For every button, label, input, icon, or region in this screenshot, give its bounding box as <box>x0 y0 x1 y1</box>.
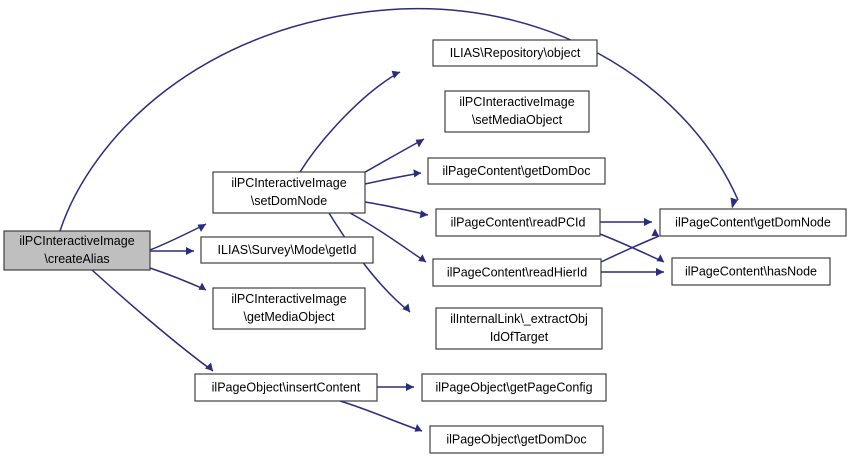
edge-insertContent-to-getPageConfig <box>377 383 414 391</box>
node-label2-getMediaObject: \getMediaObject <box>243 310 335 324</box>
node-label2-setMediaObject: \setMediaObject <box>472 113 563 127</box>
edge-readPCId-to-getDomNode <box>600 218 652 226</box>
edges-layer <box>59 7 739 432</box>
node-box-repositoryObject[interactable] <box>432 39 598 67</box>
node-box-poGetDomDoc[interactable] <box>429 425 604 454</box>
node-label-readHierId: ilPageContent\readHierId <box>447 265 587 279</box>
arrowhead-icon <box>414 424 422 432</box>
node-label-setDomNode: ilPCInteractiveImage <box>231 176 346 190</box>
node-box-getPageConfig[interactable] <box>421 373 607 402</box>
edge-createAlias-to-getDomNode <box>59 7 739 232</box>
node-box-readPCId[interactable] <box>435 208 601 237</box>
node-readHierId[interactable]: ilPageContent\readHierId <box>432 258 602 287</box>
node-poGetDomDoc[interactable]: ilPageObject\getDomDoc <box>429 425 604 454</box>
arrowhead-icon <box>198 282 206 290</box>
arrowhead-icon <box>656 254 664 262</box>
node-hasNode[interactable]: ilPageContent\hasNode <box>671 257 831 286</box>
node-createAlias[interactable]: ilPCInteractiveImage \createAlias <box>3 230 151 271</box>
node-getMediaObject[interactable]: ilPCInteractiveImage \getMediaObject <box>212 287 366 330</box>
node-box-hasNode[interactable] <box>671 257 831 286</box>
node-setMediaObject[interactable]: ilPCInteractiveImage \setMediaObject <box>444 90 590 133</box>
arrowhead-icon <box>402 303 410 312</box>
node-readPCId[interactable]: ilPageContent\readPCId <box>435 208 601 237</box>
arrowhead-icon <box>651 228 659 236</box>
node-pcGetDomDoc[interactable]: ilPageContent\getDomDoc <box>427 157 606 185</box>
node-box-getMediaObject[interactable] <box>212 287 366 330</box>
arrowhead-icon <box>413 169 421 178</box>
node-label-poGetDomDoc: ilPageObject\getDomDoc <box>446 432 586 446</box>
node-box-getDomNode[interactable] <box>659 208 847 237</box>
node-label-repositoryObject: ILIAS\Repository\object <box>450 46 581 60</box>
edge-setDomNode-to-extractObjIdOfTarget <box>328 212 411 313</box>
edge-createAlias-to-insertContent <box>91 269 214 372</box>
arrowhead-icon <box>406 383 414 391</box>
edge-insertContent-to-poGetDomDoc <box>339 400 423 432</box>
node-label-setMediaObject: ilPCInteractiveImage <box>459 95 574 109</box>
node-label-pcGetDomDoc: ilPageContent\getDomDoc <box>443 164 591 178</box>
node-box-setMediaObject[interactable] <box>444 90 590 133</box>
node-box-createAlias[interactable] <box>3 230 151 271</box>
node-label-extractObjIdOfTarget: ilInternalLink\_extractObj <box>450 312 588 326</box>
node-box-pcGetDomDoc[interactable] <box>427 157 606 185</box>
nodes-layer: ilPCInteractiveImage\createAliasilPCInte… <box>3 39 847 454</box>
arrowhead-icon <box>730 197 738 209</box>
node-label-getDomNode: ilPageContent\getDomNode <box>675 215 831 229</box>
node-box-insertContent[interactable] <box>194 373 378 402</box>
arrowhead-icon <box>418 254 426 262</box>
arrowhead-icon <box>656 268 664 276</box>
arrowhead-icon <box>419 210 428 219</box>
arrowhead-icon <box>197 224 206 232</box>
edge-setDomNode-to-repositoryObject <box>299 70 401 173</box>
node-label-createAlias: ilPCInteractiveImage <box>19 234 134 248</box>
node-label-getPageConfig: ilPageObject\getPageConfig <box>435 380 592 394</box>
edge-readHierId-to-hasNode <box>601 268 664 276</box>
node-insertContent[interactable]: ilPageObject\insertContent <box>194 373 378 402</box>
node-box-readHierId[interactable] <box>432 258 602 287</box>
edge-setDomNode-to-readPCId <box>364 201 429 219</box>
edge-createAlias-to-getMediaObject <box>149 267 207 291</box>
arrowhead-icon <box>205 362 213 371</box>
edge-setDomNode-to-setMediaObject <box>359 138 425 176</box>
arrowhead-icon <box>186 247 194 255</box>
arrowhead-icon <box>644 218 652 226</box>
node-label2-createAlias: \createAlias <box>44 252 109 266</box>
node-label-hasNode: ilPageContent\hasNode <box>685 264 817 278</box>
node-label-readPCId: ilPageContent\readPCId <box>451 215 586 229</box>
node-label-surveyModeGetId: ILIAS\Survey\Mode\getId <box>218 243 357 257</box>
edge-readHierId-to-getDomNode <box>600 228 660 263</box>
node-setDomNode[interactable]: ilPCInteractiveImage \setDomNode <box>212 171 366 214</box>
node-box-surveyModeGetId[interactable] <box>200 236 374 264</box>
node-repositoryObject[interactable]: ILIAS\Repository\object <box>432 39 598 67</box>
arrowhead-icon <box>391 70 400 79</box>
node-box-extractObjIdOfTarget[interactable] <box>435 307 603 350</box>
edge-setDomNode-to-pcGetDomDoc <box>364 169 422 185</box>
node-getDomNode[interactable]: ilPageContent\getDomNode <box>659 208 847 237</box>
edge-setDomNode-to-readHierId <box>349 212 427 263</box>
edge-createAlias-to-setDomNode <box>149 223 207 251</box>
node-box-setDomNode[interactable] <box>212 171 366 214</box>
edge-createAlias-to-surveyModeGetId <box>150 247 194 255</box>
node-getPageConfig[interactable]: ilPageObject\getPageConfig <box>421 373 607 402</box>
node-label-insertContent: ilPageObject\insertContent <box>212 380 361 394</box>
node-label2-extractObjIdOfTarget: IdOfTarget <box>490 330 549 344</box>
node-surveyModeGetId[interactable]: ILIAS\Survey\Mode\getId <box>200 236 374 264</box>
arrowhead-icon <box>415 139 424 148</box>
node-label2-setDomNode: \setDomNode <box>251 194 327 208</box>
node-label-getMediaObject: ilPCInteractiveImage <box>231 292 346 306</box>
